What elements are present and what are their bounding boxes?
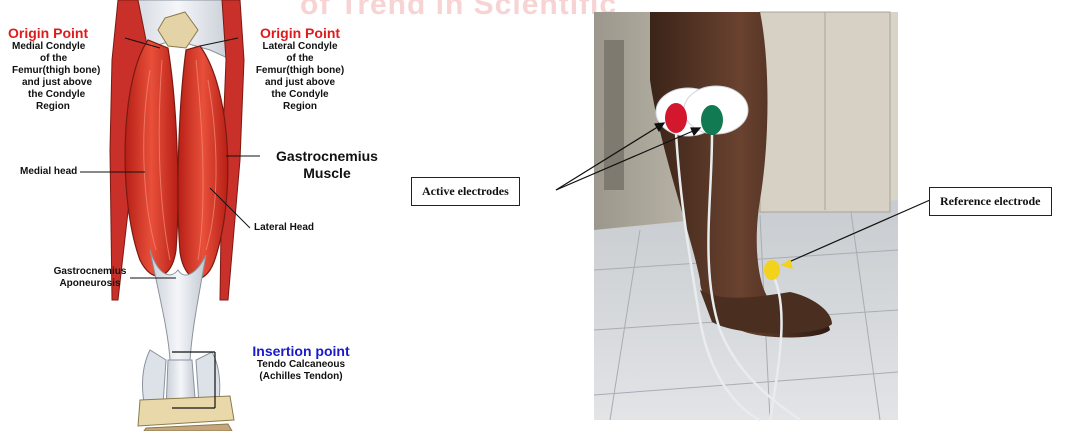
reference-electrode-callout: Reference electrode: [929, 187, 1052, 216]
active-electrodes-callout: Active electrodes: [411, 177, 520, 206]
